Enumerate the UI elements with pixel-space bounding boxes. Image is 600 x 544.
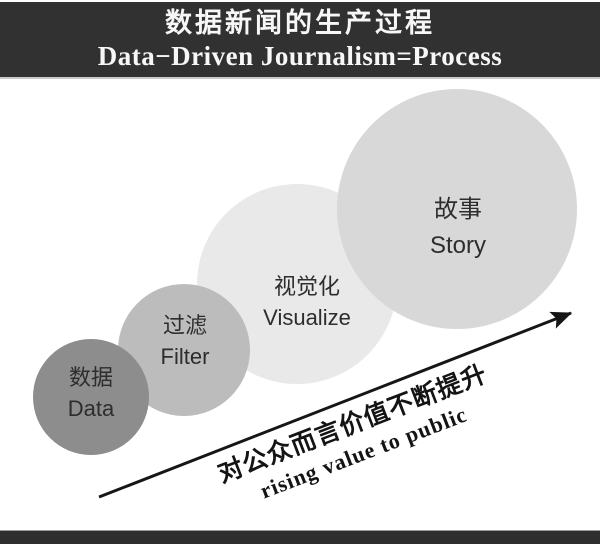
footer-bar <box>0 530 600 544</box>
stage-label-filter-zh: 过滤 <box>162 313 207 338</box>
stage-circle-story: 故事 Story <box>337 89 577 329</box>
stage-label-data-en: Data <box>67 396 115 421</box>
stage-label-filter: 过滤 Filter <box>161 310 210 372</box>
header-title-zh: 数据新闻的生产过程 <box>165 8 435 38</box>
stage-label-visualize: 视觉化 Visualize <box>263 271 351 333</box>
stage-label-filter-en: Filter <box>160 344 210 369</box>
header-banner: 数据新闻的生产过程 Data−Driven Journalism=Process <box>0 2 600 79</box>
stage-label-story-zh: 故事 <box>433 196 482 223</box>
stage-label-story: 故事 Story <box>430 192 486 264</box>
stage-label-visualize-zh: 视觉化 <box>273 274 340 299</box>
header-title-en: Data−Driven Journalism=Process <box>97 41 503 71</box>
stage-circle-data: 数据 Data <box>33 339 149 455</box>
stage-label-visualize-en: Visualize <box>263 305 351 330</box>
stage-label-data-zh: 数据 <box>68 365 113 390</box>
stage-label-story-en: Story <box>429 232 486 259</box>
stage-label-data: 数据 Data <box>68 362 114 424</box>
